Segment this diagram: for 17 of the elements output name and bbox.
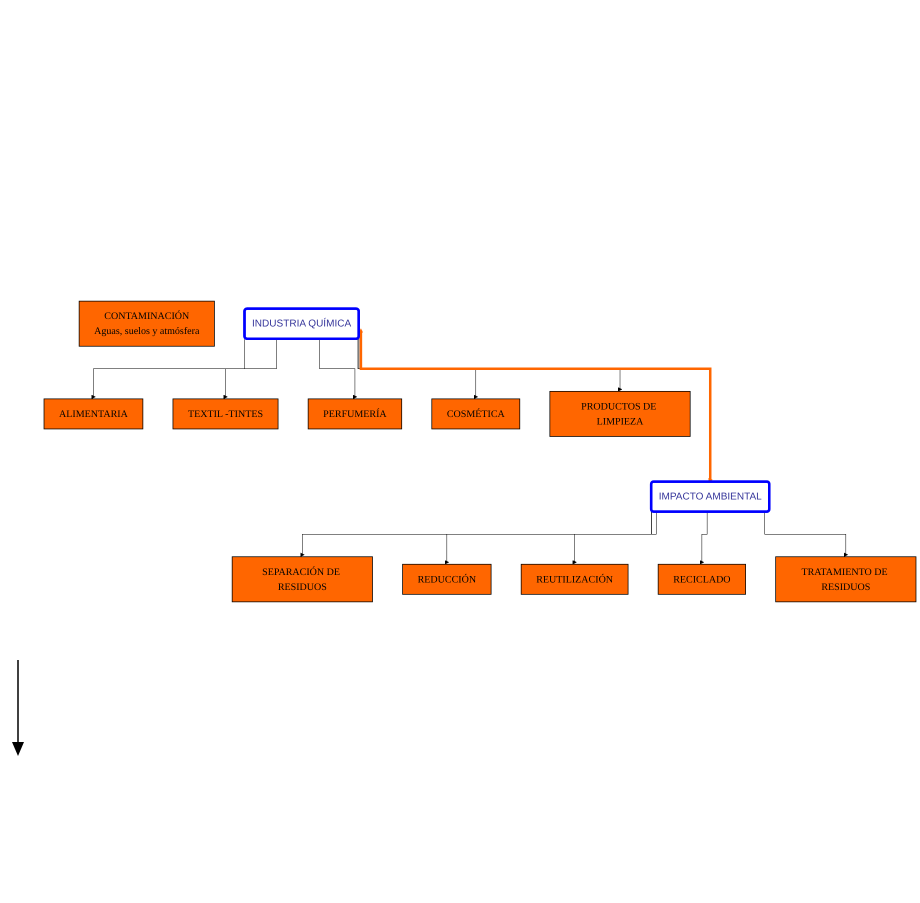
node-box: RECICLADO: [658, 564, 746, 595]
arrow: [764, 512, 848, 557]
arrow: [700, 512, 708, 564]
arrow: [572, 512, 656, 564]
arrow: [91, 336, 245, 400]
node-box: ALIMENTARIA: [44, 398, 144, 430]
node-box: PERFUMERÍA: [308, 398, 402, 430]
node-box: SEPARACIÓN DE RESIDUOS: [232, 556, 373, 602]
node-box: PRODUCTOS DE LIMPIEZA: [549, 390, 691, 437]
node-box: COSMÉTICA: [431, 398, 520, 430]
node-box: REDUCCIÓN: [402, 564, 492, 595]
node-box: CONTAMINACIÓN Aguas, suelos y atmósfera: [78, 300, 215, 347]
node-box: TRATAMIENTO DE RESIDUOS: [775, 556, 916, 602]
arrow: [319, 338, 358, 400]
node-box: TEXTIL -TINTES: [172, 398, 278, 430]
arrow: [223, 338, 277, 400]
node-box: REUTILIZACIÓN: [520, 564, 628, 595]
